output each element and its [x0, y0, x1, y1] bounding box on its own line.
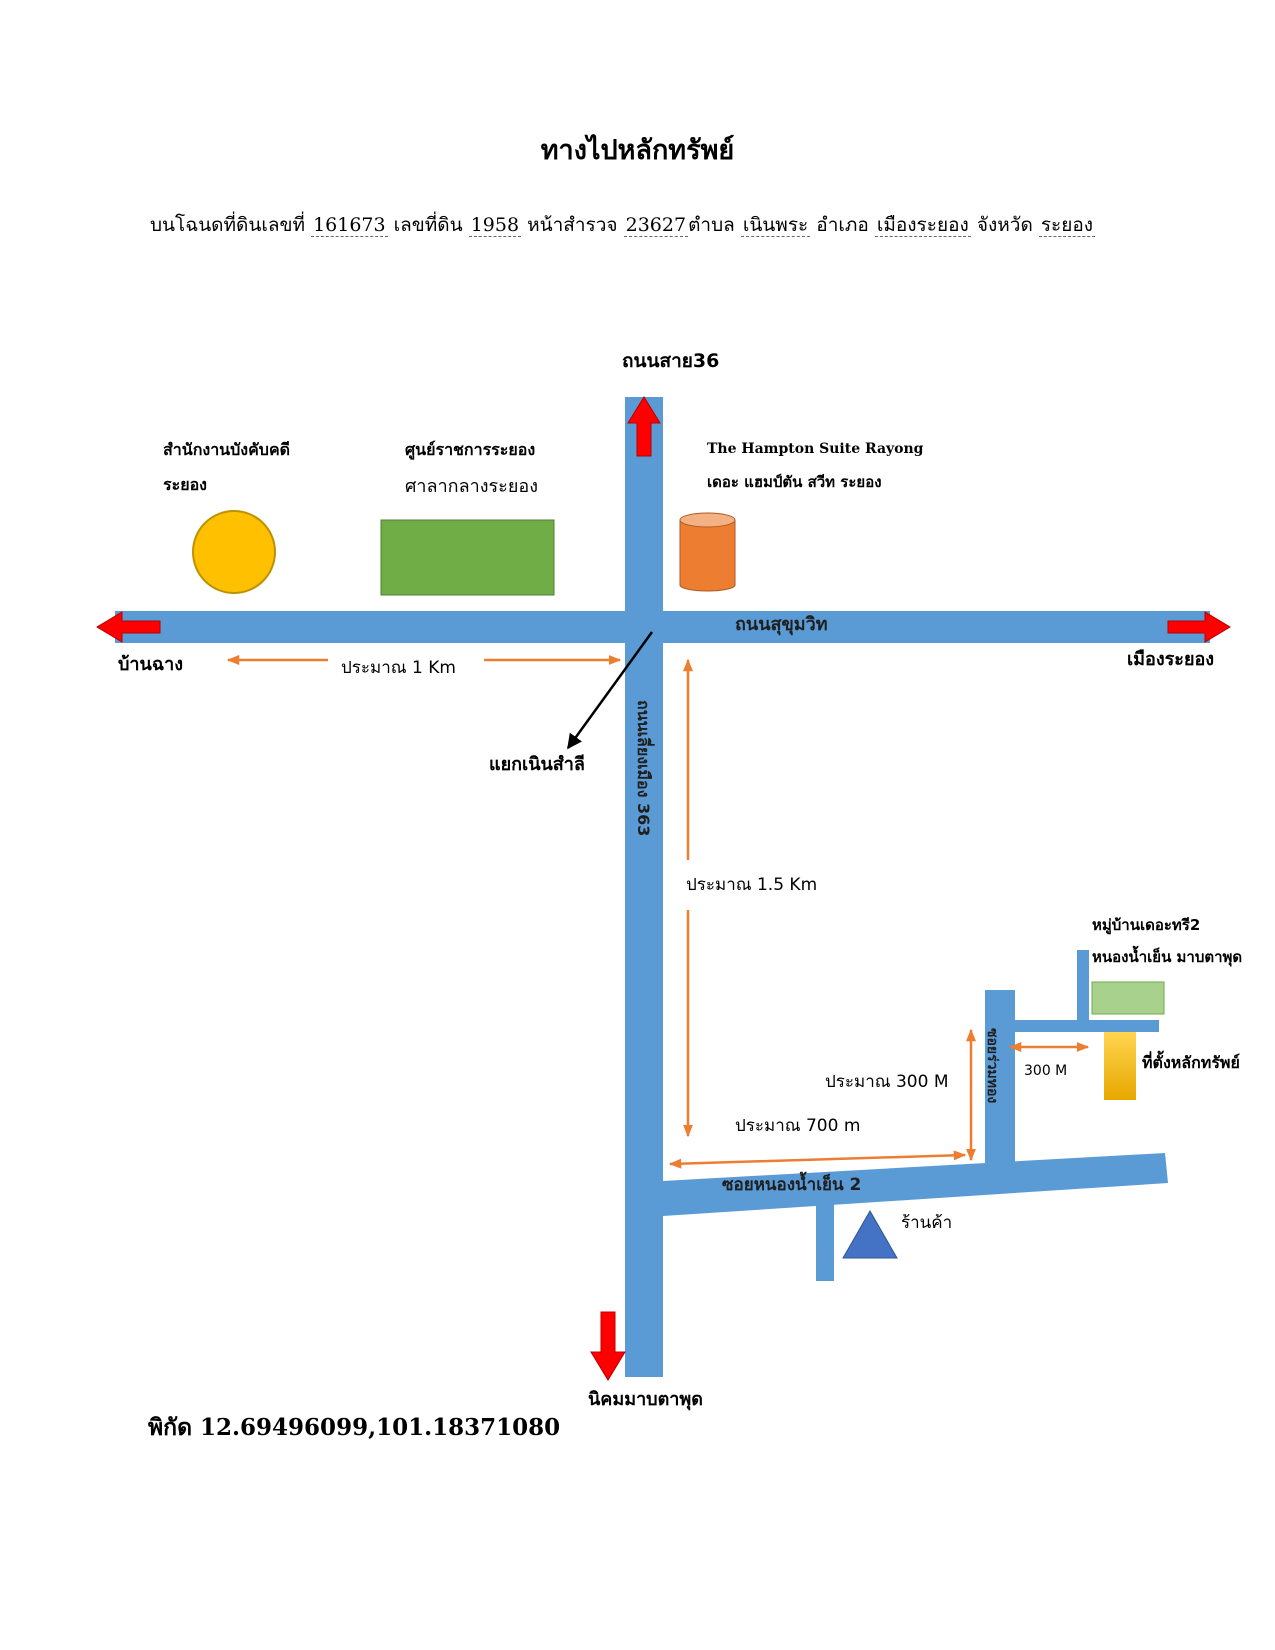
- survey-label: หน้าสำรวจ: [527, 214, 618, 236]
- property-rect-icon: [1104, 1032, 1136, 1100]
- road-363: [625, 397, 663, 1377]
- shop-triangle-icon: [842, 1209, 898, 1259]
- label-south-maptaphut: นิคมมาบตาพุด: [588, 1389, 703, 1411]
- road-village: [1015, 1020, 1159, 1032]
- district: เมืองระยอง: [874, 214, 971, 237]
- label-village-line2: หนองน้ำเย็น มาบตาพุด: [1092, 945, 1242, 967]
- label-gov-line1: ศูนย์ราชการระยอง: [405, 440, 535, 461]
- village-rect-icon: [1091, 981, 1165, 1015]
- label-distance-1-5km: ประมาณ 1.5 Km: [686, 875, 817, 895]
- label-hotel-th: เดอะ แฮมป์ตัน สวีท ระยอง: [707, 473, 882, 491]
- label-court-line1: สำนักงานบังคับคดี: [163, 440, 290, 459]
- label-road-north: ถนนสาย36: [622, 350, 719, 372]
- gov-center-rect-icon: [380, 519, 555, 596]
- label-property: ที่ตั้งหลักทรัพย์: [1142, 1050, 1240, 1072]
- subdistrict-label: ตำบล: [688, 214, 735, 236]
- label-junction: แยกเนินสำลี: [489, 754, 585, 775]
- province-label: จังหวัด: [976, 214, 1033, 236]
- court-circle-icon: [192, 510, 276, 594]
- label-distance-700m: ประมาณ 700 m: [735, 1116, 860, 1136]
- road-soi-small: [816, 1203, 834, 1281]
- label-distance-1km: ประมาณ 1 Km: [341, 658, 456, 678]
- coordinates: พิกัด 12.69496099,101.18371080: [148, 1414, 561, 1441]
- survey-number: 23627: [623, 214, 689, 237]
- deed-info: บนโฉนดที่ดินเลขที่ 161673 เลขที่ดิน 1958…: [150, 210, 1096, 240]
- label-shop: ร้านค้า: [901, 1213, 952, 1233]
- road-soi-nongnamyen2: [663, 1153, 1168, 1216]
- road-soi-side: [985, 990, 1015, 1167]
- label-court-line2: ระยอง: [163, 475, 207, 494]
- land-number: 1958: [468, 214, 522, 237]
- arrow-east-icon: [1167, 611, 1231, 643]
- label-distance-300m: ประมาณ 300 M: [825, 1072, 949, 1092]
- label-gov-line2: ศาลากลางระยอง: [405, 476, 538, 497]
- label-distance-300m-h: 300 M: [1024, 1063, 1067, 1079]
- label-hotel-en: The Hampton Suite Rayong: [707, 441, 924, 457]
- junction-pointer-arrow: [566, 631, 654, 750]
- label-sukhumvit: ถนนสุขุมวิท: [735, 614, 828, 636]
- road-sukhumvit: [115, 611, 1210, 643]
- label-east-rayong: เมืองระยอง: [1127, 649, 1214, 670]
- road-village-branch: [1077, 950, 1089, 1022]
- label-village-line1: หมู่บ้านเดอะทรี2: [1092, 916, 1200, 935]
- label-soi-side: ซอยร่วมทอง: [984, 1028, 1000, 1103]
- label-soi-nongnamyen2: ซอยหนองน้ำเย็น 2: [722, 1171, 861, 1195]
- hotel-cylinder-icon: [679, 512, 736, 592]
- deed-prefix: บนโฉนดที่ดินเลขที่: [150, 214, 306, 236]
- district-label: อำเภอ: [816, 214, 869, 236]
- arrow-west-icon: [96, 611, 161, 643]
- subdistrict: เนินพระ: [740, 214, 811, 237]
- label-west-bannchang: บ้านฉาง: [118, 654, 183, 675]
- page-title: ทางไปหลักทรัพย์: [540, 135, 735, 166]
- arrow-south-icon: [590, 1311, 626, 1381]
- deed-number: 161673: [311, 214, 388, 237]
- arrow-north-icon: [627, 396, 661, 457]
- label-road-363: ถนนเลี่ยงเมือง 363: [634, 700, 655, 836]
- province: ระยอง: [1038, 214, 1096, 237]
- land-no-label: เลขที่ดิน: [393, 214, 463, 236]
- distance-arrow-700m: [668, 1150, 967, 1169]
